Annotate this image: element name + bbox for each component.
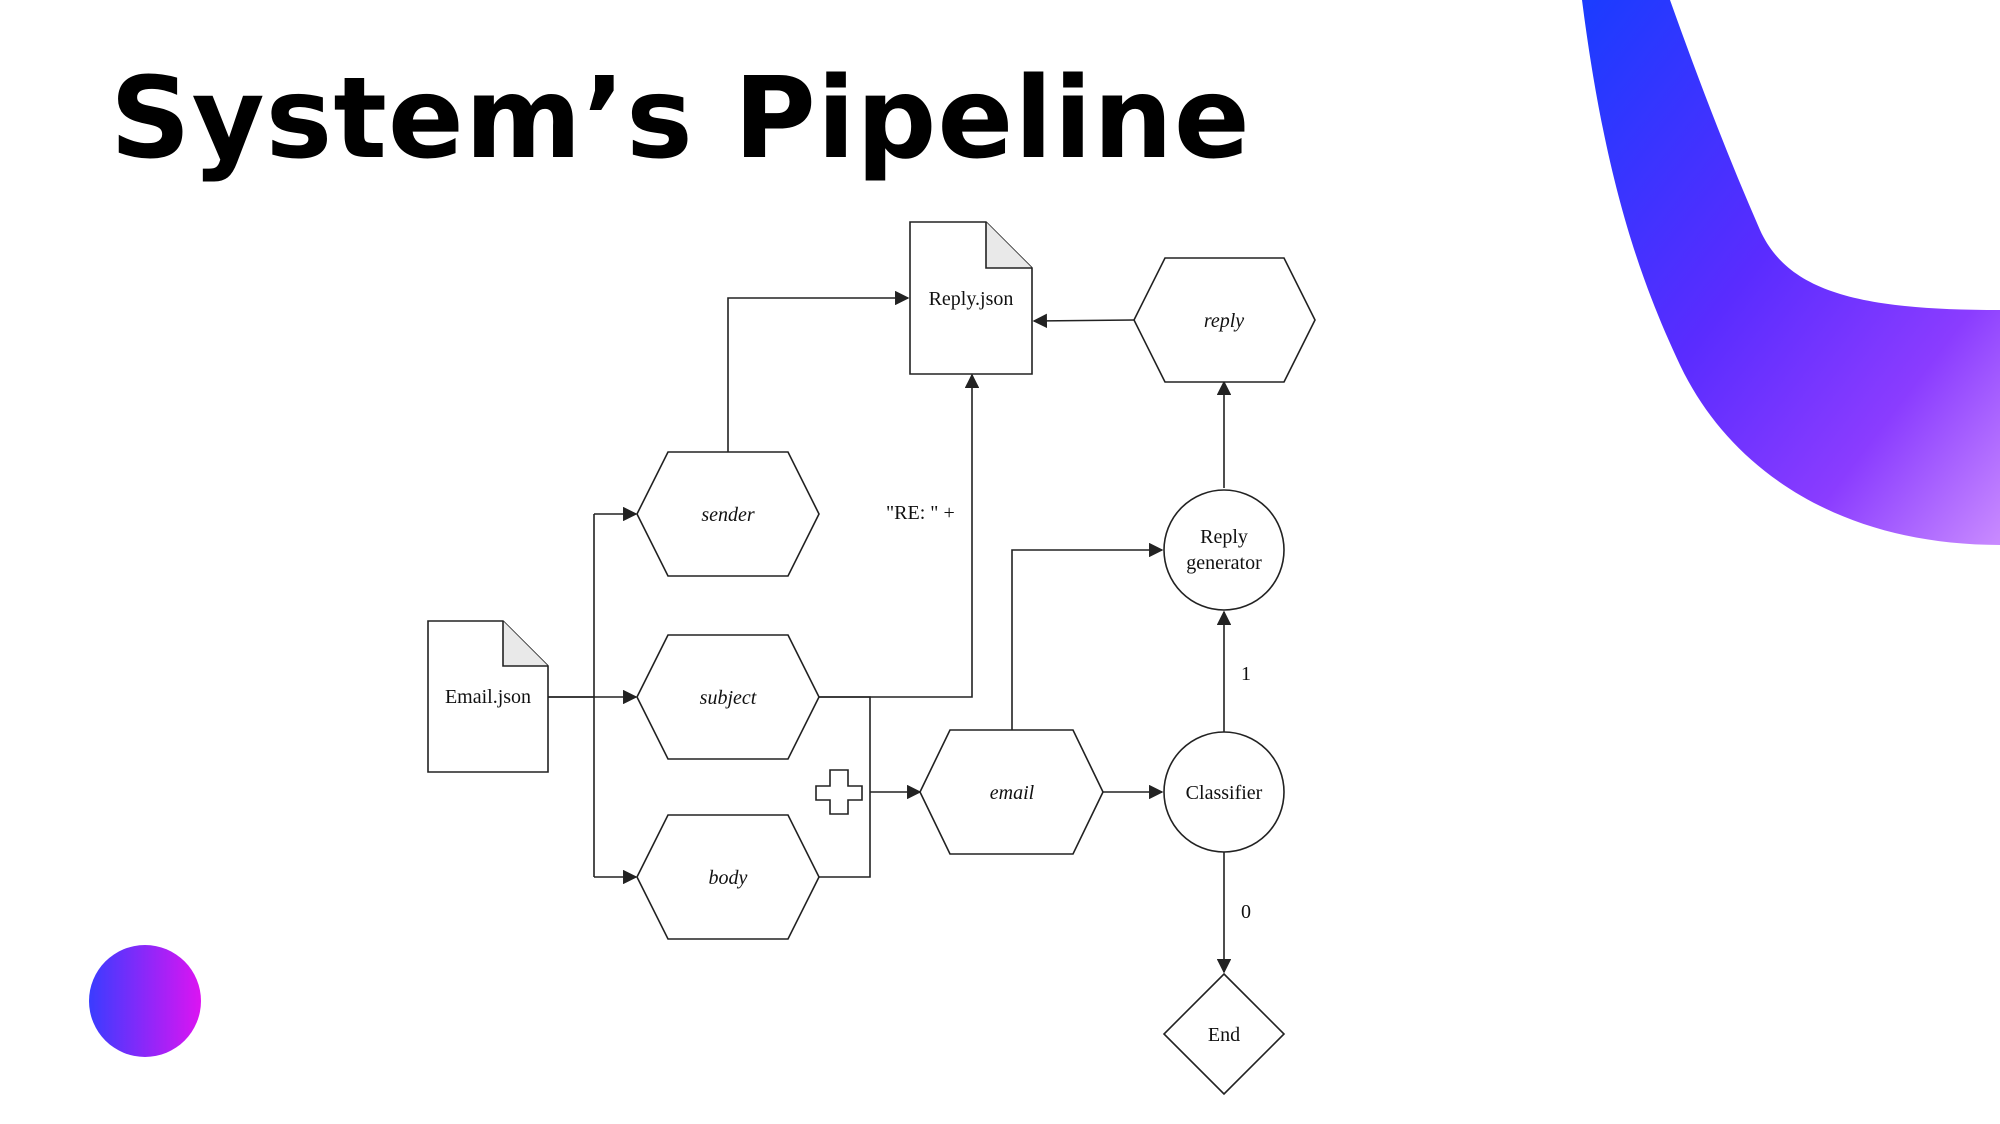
ribbon-decoration	[1582, 0, 2000, 545]
subject-label: subject	[700, 687, 757, 709]
sender-label: sender	[701, 504, 755, 526]
reply-generator-label-line1: Reply	[1200, 526, 1248, 548]
body-label: body	[709, 867, 748, 889]
merge-plus-icon	[815, 769, 863, 815]
email-json-label: Email.json	[445, 686, 531, 708]
reply-json-fold	[985, 222, 1032, 269]
subject-hexagon	[636, 634, 820, 760]
email-json-node: Email.json	[427, 620, 549, 773]
decor-circle	[89, 945, 201, 1057]
classifier-circle	[1163, 731, 1285, 853]
reply-hexagon	[1133, 257, 1316, 383]
edge-label-one: 1	[1241, 663, 1251, 685]
body-hexagon	[636, 814, 820, 940]
connector-subject-to-reply-json	[818, 373, 980, 698]
email-label: email	[990, 782, 1035, 804]
connector-reply-to-reply-json	[1032, 313, 1135, 329]
sender-node: sender	[636, 451, 820, 577]
reply-label: reply	[1204, 310, 1244, 332]
reply-node: reply	[1133, 257, 1316, 383]
connector-sender-to-reply-json	[727, 290, 910, 452]
email-node: email	[919, 729, 1104, 855]
subject-node: subject	[636, 634, 820, 760]
ribbon-shape	[1582, 0, 2000, 545]
edge-label-re-prefix: "RE: " +	[886, 502, 955, 524]
reply-generator-label-line2: generator	[1186, 552, 1262, 574]
email-hexagon	[919, 729, 1104, 855]
end-diamond	[1162, 972, 1286, 1096]
circle-decoration	[89, 945, 201, 1057]
classifier-label: Classifier	[1186, 782, 1263, 804]
email-json-fold	[502, 621, 548, 667]
edge-label-zero: 0	[1241, 901, 1251, 923]
connectors	[548, 290, 1232, 974]
body-node: body	[636, 814, 820, 940]
classifier-node: Classifier	[1163, 731, 1285, 853]
reply-json-label: Reply.json	[929, 288, 1014, 310]
end-label: End	[1208, 1024, 1240, 1046]
connector-merge-bracket	[818, 696, 871, 878]
sender-hexagon	[636, 451, 820, 577]
reply-json-node: Reply.json	[909, 221, 1033, 375]
slide-title: System’s Pipeline	[110, 54, 1251, 184]
reply-generator-circle	[1163, 489, 1285, 611]
connector-email-to-reply-generator	[1011, 542, 1164, 732]
reply-generator-node: Reply generator	[1163, 489, 1285, 611]
end-node: End	[1162, 972, 1286, 1096]
